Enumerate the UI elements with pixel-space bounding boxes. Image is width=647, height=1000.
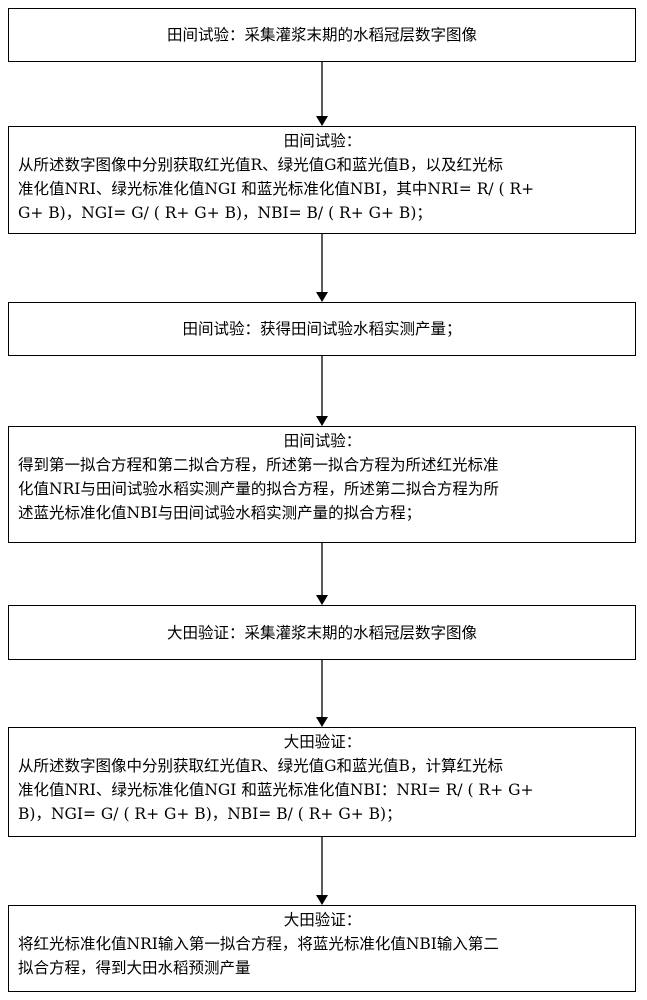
step-6-line-2: 准化值NRI、绿光标准化值NGI 和蓝光标准化值NBI：NRI= R/ ( R+…	[18, 781, 534, 799]
step-3-text: 田间试验：获得田间试验水稻实测产量；	[182, 320, 462, 338]
step-6-box: 大田验证： 从所述数字图像中分别获取红光值R、绿光值G和蓝光值B，计算红光标 准…	[8, 727, 636, 837]
step-3-box: 田间试验：获得田间试验水稻实测产量；	[8, 302, 636, 356]
step-2-heading: 田间试验：	[283, 132, 362, 150]
step-4-heading: 田间试验：	[283, 432, 362, 450]
step-6-heading: 大田验证：	[283, 733, 362, 751]
step-2-box: 田间试验： 从所述数字图像中分别获取红光值R、绿光值G和蓝光值B，以及红光标 准…	[8, 126, 636, 234]
step-7-heading: 大田验证：	[283, 911, 362, 929]
step-4-line-1: 得到第一拟合方程和第二拟合方程，所述第一拟合方程为所述红光标准	[18, 456, 499, 474]
step-1-box: 田间试验：采集灌浆末期的水稻冠层数字图像	[8, 8, 636, 62]
step-4-box: 田间试验： 得到第一拟合方程和第二拟合方程，所述第一拟合方程为所述红光标准 化值…	[8, 426, 636, 543]
step-2-line-1: 从所述数字图像中分别获取红光值R、绿光值G和蓝光值B，以及红光标	[18, 156, 503, 174]
step-7-box: 大田验证： 将红光标准化值NRI输入第一拟合方程，将蓝光标准化值NBI输入第二 …	[8, 905, 636, 992]
step-6-line-1: 从所述数字图像中分别获取红光值R、绿光值G和蓝光值B，计算红光标	[18, 757, 503, 775]
step-7-line-2: 拟合方程，得到大田水稻预测产量	[18, 959, 251, 977]
step-2-line-3: G+ B)，NGI= G/ ( R+ G+ B)，NBI= B/ ( R+ G+…	[18, 204, 432, 222]
step-6-line-3: B)，NGI= G/ ( R+ G+ B)，NBI= B/ ( R+ G+ B)…	[18, 805, 402, 823]
step-7-line-1: 将红光标准化值NRI输入第一拟合方程，将蓝光标准化值NBI输入第二	[18, 935, 499, 953]
step-2-line-2: 准化值NRI、绿光标准化值NGI 和蓝光标准化值NBI，其中NRI= R/ ( …	[18, 180, 535, 198]
step-4-line-2: 化值NRI与田间试验水稻实测产量的拟合方程，所述第二拟合方程为所	[18, 480, 499, 498]
step-5-box: 大田验证：采集灌浆末期的水稻冠层数字图像	[8, 605, 636, 660]
step-5-text: 大田验证：采集灌浆末期的水稻冠层数字图像	[166, 623, 477, 642]
step-1-text: 田间试验：采集灌浆末期的水稻冠层数字图像	[166, 26, 477, 44]
step-4-line-3: 述蓝光标准化值NBI与田间试验水稻实测产量的拟合方程；	[18, 504, 422, 522]
